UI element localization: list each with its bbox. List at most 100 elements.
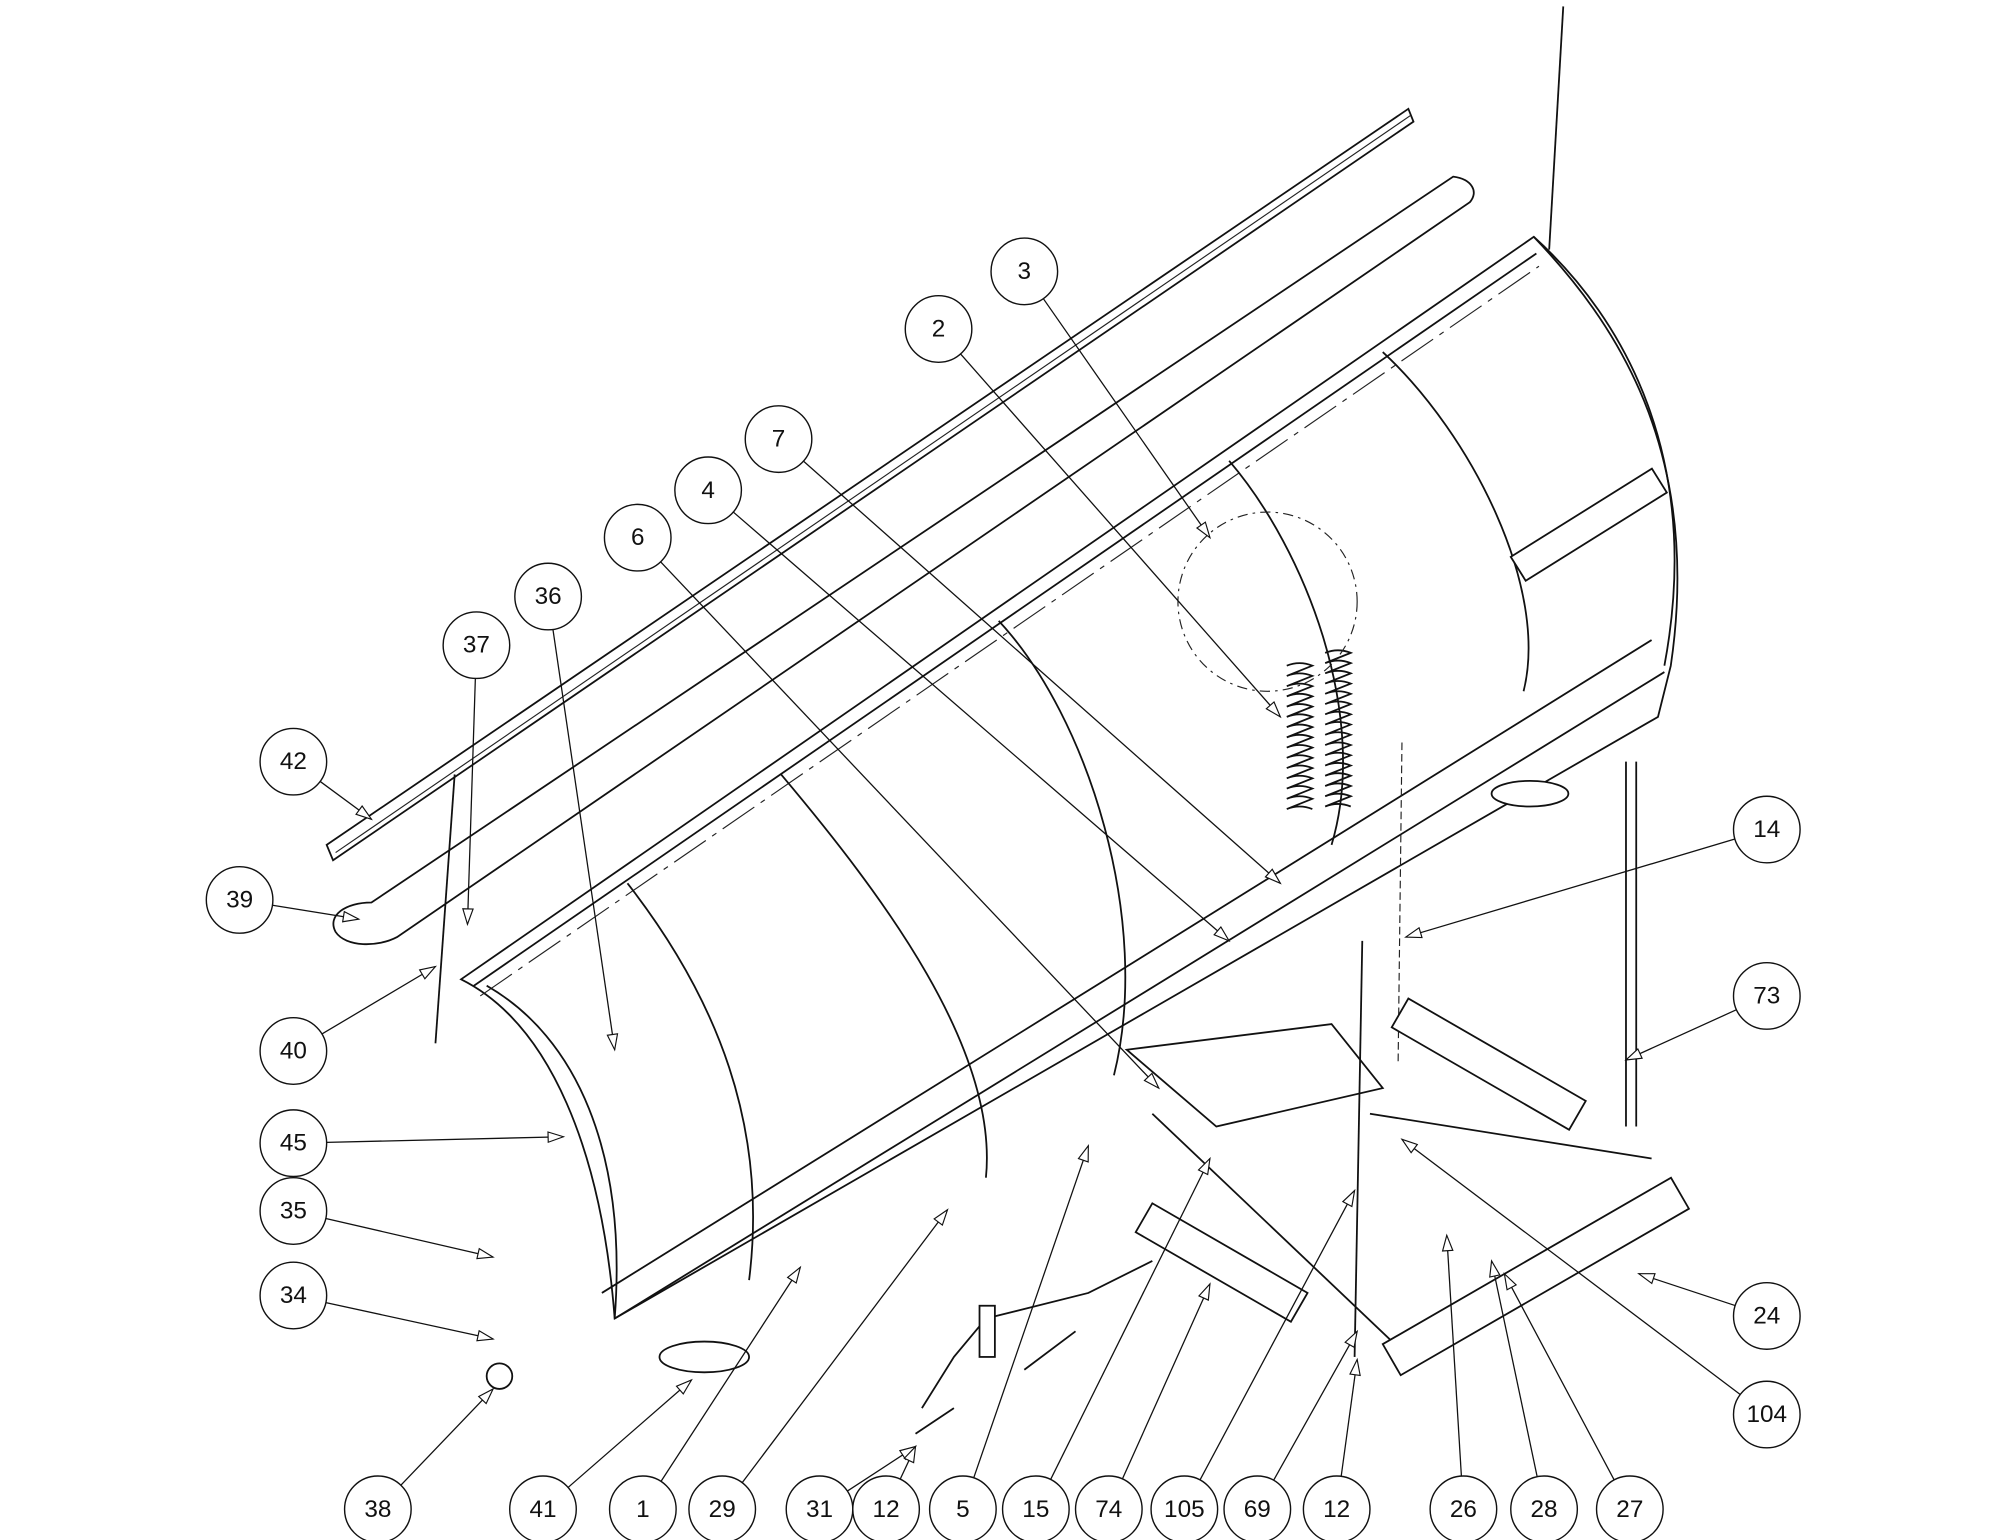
callout-73: 73 (1624, 961, 1801, 1061)
callout-4: 4 (674, 456, 1231, 943)
callout-circle (852, 1475, 921, 1540)
callout-28: 28 (1489, 1259, 1579, 1540)
callout-circle (205, 865, 274, 934)
callout-label: 4 (701, 477, 715, 504)
leader-line (660, 1266, 801, 1482)
callout-label: 31 (806, 1496, 833, 1523)
callout-label: 12 (1323, 1496, 1350, 1523)
callout-label: 28 (1531, 1496, 1558, 1523)
callout-38: 38 (343, 1387, 495, 1540)
callout-label: 24 (1753, 1302, 1780, 1329)
callout-label: 34 (280, 1282, 307, 1309)
rubber-deflector-39 (332, 175, 1475, 946)
leader-line (1401, 1138, 1741, 1396)
leader-line (552, 629, 616, 1050)
arrowhead-icon (786, 1265, 802, 1284)
callout-label: 45 (280, 1130, 307, 1157)
callout-6: 6 (603, 503, 1160, 1090)
callout-circle (608, 1475, 677, 1540)
callout-circle (1732, 1380, 1801, 1449)
callout-circle (1223, 1475, 1292, 1540)
leader-line (1121, 1283, 1211, 1480)
arrowhead-icon (1265, 701, 1282, 719)
leader-line (321, 965, 436, 1035)
callout-label: 27 (1616, 1496, 1643, 1523)
arrowhead-icon (355, 805, 373, 821)
leader-line (1340, 1359, 1358, 1477)
callout-1: 1 (608, 1265, 802, 1540)
arrowhead-icon (1213, 925, 1231, 943)
leader-line (1490, 1260, 1538, 1477)
callout-39: 39 (205, 865, 361, 934)
callout-circle (674, 456, 743, 525)
leader-line (1625, 1009, 1737, 1061)
leader-line (803, 460, 1281, 884)
arrowhead-icon (1489, 1259, 1501, 1278)
leader-line (960, 353, 1281, 718)
callout-circle (1429, 1475, 1498, 1540)
callout-circle (603, 503, 672, 572)
arrowhead-icon (418, 965, 438, 980)
callout-15: 15 (1001, 1156, 1211, 1540)
callout-circle (1150, 1475, 1219, 1540)
callout-circle (1732, 1281, 1801, 1350)
callout-circle (928, 1475, 997, 1540)
callout-2: 2 (904, 295, 1282, 719)
callout-31: 31 (785, 1445, 918, 1540)
leader-line (1042, 298, 1211, 539)
arrowhead-icon (1341, 1188, 1356, 1208)
callout-circle (1732, 795, 1801, 864)
arrowhead-icon (1637, 1273, 1656, 1285)
callout-42: 42 (259, 727, 373, 821)
callout-104: 104 (1400, 1138, 1801, 1449)
callout-37: 37 (442, 611, 511, 927)
leader-line (326, 1136, 564, 1144)
leader-line (325, 1301, 494, 1340)
callout-circle (259, 1177, 328, 1245)
arrowhead-icon (903, 1444, 917, 1464)
arrowhead-icon (1349, 1357, 1361, 1377)
arrowhead-icon (1264, 868, 1282, 885)
callout-35: 35 (259, 1177, 495, 1260)
callout-label: 5 (956, 1496, 970, 1523)
callout-45: 45 (259, 1109, 566, 1178)
callout-105: 105 (1150, 1188, 1356, 1540)
callout-26: 26 (1429, 1233, 1498, 1540)
callout-circle (259, 1017, 328, 1085)
arrowhead-icon (606, 1033, 619, 1052)
callout-label: 40 (280, 1037, 307, 1064)
callout-label: 105 (1164, 1496, 1205, 1523)
arrowhead-icon (1344, 1329, 1359, 1349)
callout-36: 36 (514, 562, 619, 1052)
callout-12: 12 (1302, 1357, 1371, 1540)
leader-line (400, 1388, 494, 1486)
callout-27: 27 (1503, 1272, 1664, 1540)
callout-label: 41 (529, 1496, 556, 1523)
callout-circle (990, 237, 1059, 306)
callout-circle (1595, 1475, 1664, 1540)
callout-circle (259, 727, 328, 796)
arrowhead-icon (1404, 926, 1423, 939)
arrowhead-icon (1441, 1233, 1454, 1252)
callout-label: 7 (772, 426, 786, 453)
chain (1397, 742, 1403, 1063)
callout-12: 12 (852, 1444, 921, 1540)
callout-14: 14 (1404, 795, 1801, 939)
callout-label: 39 (226, 886, 253, 913)
callout-label: 104 (1747, 1401, 1788, 1428)
callout-circle (259, 1261, 328, 1330)
arrowhead-icon (1077, 1143, 1089, 1163)
arrowhead-icon (933, 1208, 949, 1227)
callout-label: 38 (364, 1496, 391, 1523)
callout-7: 7 (744, 405, 1282, 885)
callout-label: 2 (932, 315, 946, 342)
callout-label: 1 (636, 1496, 650, 1523)
arrowhead-icon (476, 1247, 495, 1260)
callout-label: 37 (463, 632, 490, 659)
callout-circle (442, 611, 511, 680)
callout-label: 12 (873, 1496, 900, 1523)
callout-circle (744, 405, 813, 474)
leader-line (660, 561, 1160, 1089)
arrowhead-icon (1143, 1072, 1160, 1090)
arrowhead-icon (1198, 1282, 1211, 1301)
